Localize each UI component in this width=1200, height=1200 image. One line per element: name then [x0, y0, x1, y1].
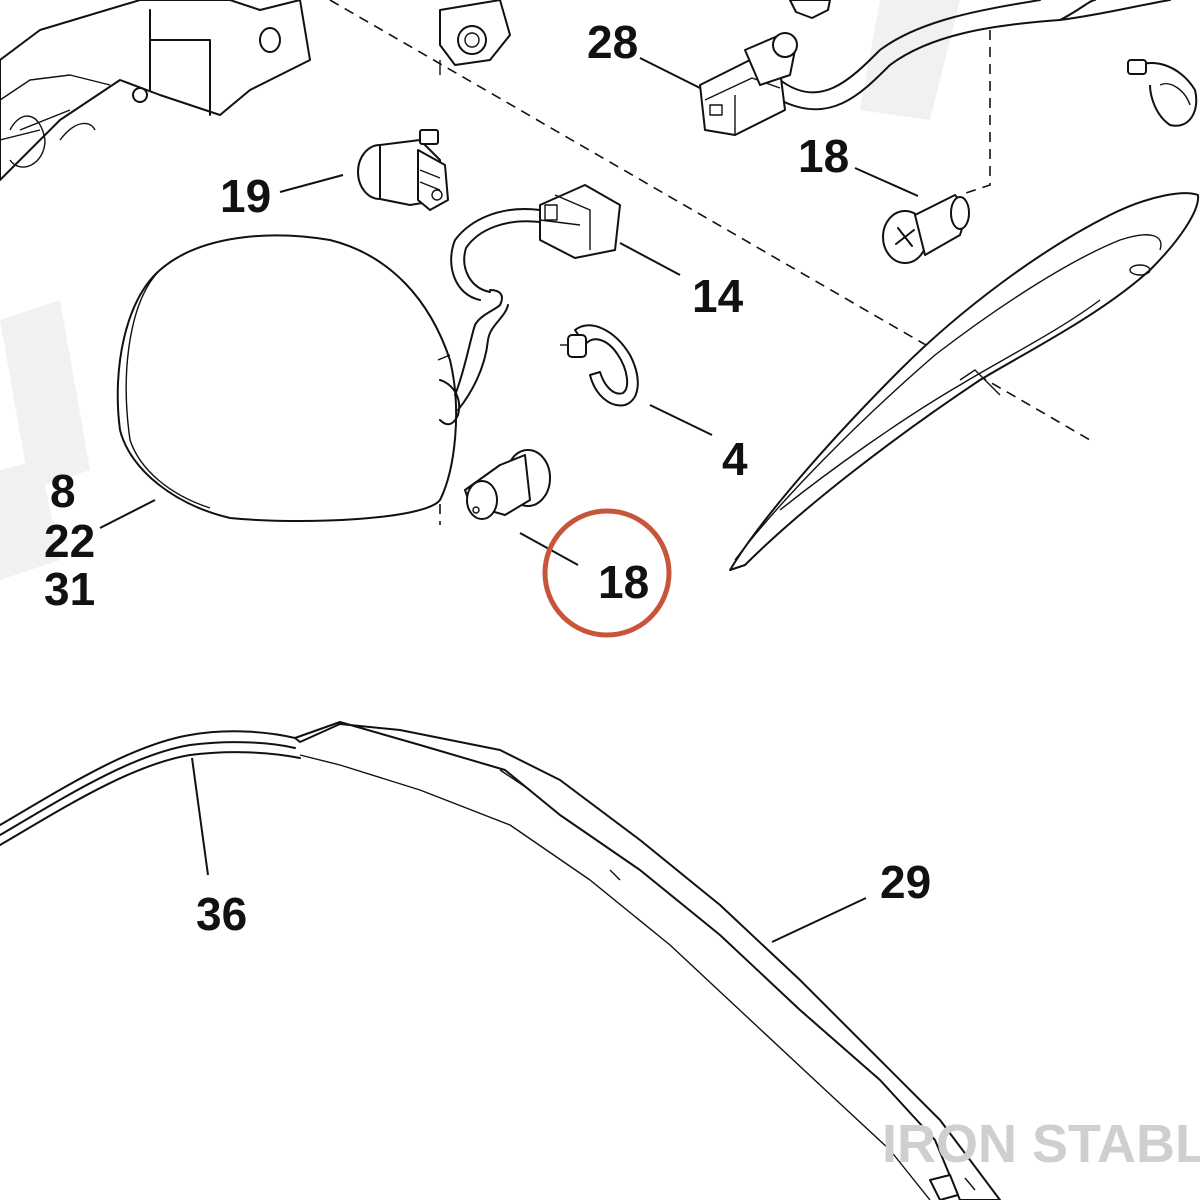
highlight-circle [542, 508, 672, 638]
connector-28-part [699, 32, 798, 136]
upper-harness [779, 0, 1171, 111]
callout-31: 31 [44, 563, 95, 615]
callout-labels: 28 18 19 14 4 8 22 31 18 36 29 [44, 16, 931, 940]
lower-rail-part [0, 721, 1001, 1200]
fender-strip-part [729, 192, 1200, 571]
screw-18-upper-part [882, 194, 970, 264]
socket-19-part [357, 129, 449, 211]
callout-18-upper: 18 [798, 130, 849, 182]
callout-19: 19 [220, 170, 271, 222]
background-watermark [0, 0, 960, 580]
right-clip-part [1127, 59, 1198, 127]
callout-22: 22 [44, 515, 95, 567]
brand-watermark: IRON STABLE [882, 1114, 1200, 1174]
turn-signal-lens-part [116, 234, 509, 522]
callout-14: 14 [692, 270, 744, 322]
callout-8: 8 [50, 465, 76, 517]
top-fastener-part [789, 0, 831, 19]
callout-18-lower: 18 [598, 556, 649, 608]
frame-bracket-part [0, 0, 311, 181]
nut-part [439, 0, 511, 75]
clamp-4-part [560, 324, 639, 407]
callout-28: 28 [587, 16, 638, 68]
callout-36: 36 [196, 888, 247, 940]
connector-14-part [450, 184, 621, 301]
callout-4: 4 [722, 433, 748, 485]
callout-29: 29 [880, 856, 931, 908]
pin-18-lower-part [464, 449, 551, 520]
